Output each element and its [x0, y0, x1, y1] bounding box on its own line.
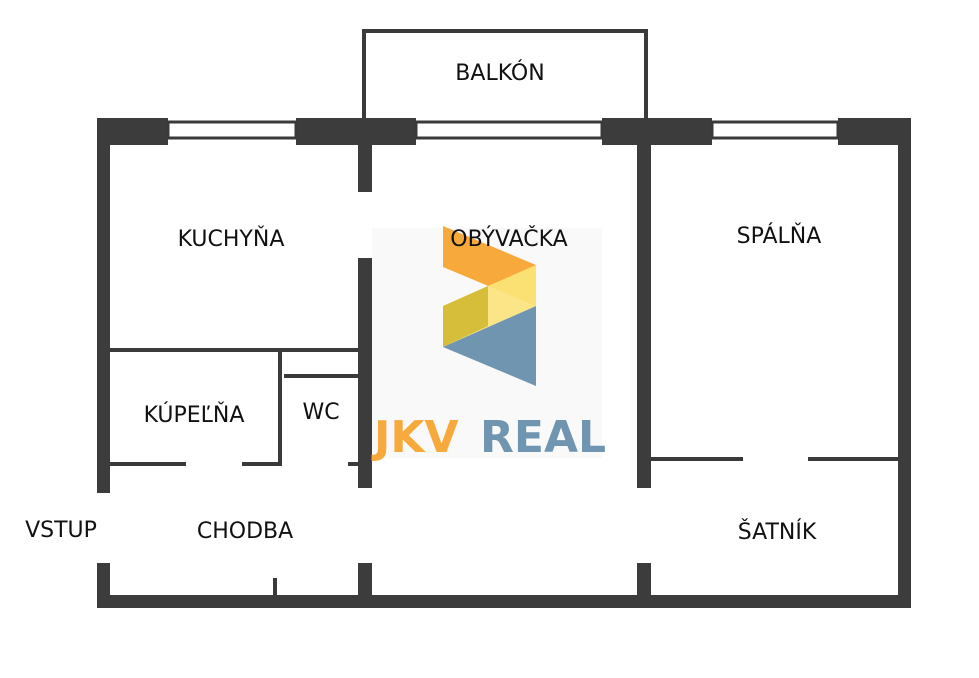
label-bathroom: KÚPEĽŇA	[144, 402, 245, 428]
brand-jkv: JKV	[371, 412, 459, 463]
label-balcony: BALKÓN	[455, 60, 544, 86]
jkv-real-watermark: JKV REAL	[371, 226, 606, 463]
brand-real: REAL	[480, 412, 606, 463]
windows	[166, 120, 840, 140]
label-living-room: OBÝVAČKA	[450, 226, 567, 252]
label-bedroom: SPÁLŇA	[737, 223, 822, 249]
room-labels: BALKÓN KUCHYŇA OBÝVAČKA SPÁLŇA KÚPEĽŇA W…	[25, 60, 821, 545]
logo-blue-stripe	[443, 306, 536, 386]
label-walk-in-closet: ŠATNÍK	[738, 519, 817, 545]
balcony	[362, 29, 648, 120]
label-entrance: VSTUP	[25, 518, 97, 543]
living-room-window	[414, 120, 604, 140]
logo-olive-stripe	[443, 286, 488, 347]
bedroom-window	[710, 120, 840, 140]
interior-walls	[110, 348, 898, 596]
label-hallway: CHODBA	[197, 519, 293, 544]
exterior-walls	[97, 118, 911, 608]
kitchen-window	[166, 120, 298, 140]
label-wc: WC	[302, 400, 339, 425]
label-kitchen: KUCHYŇA	[178, 226, 285, 252]
